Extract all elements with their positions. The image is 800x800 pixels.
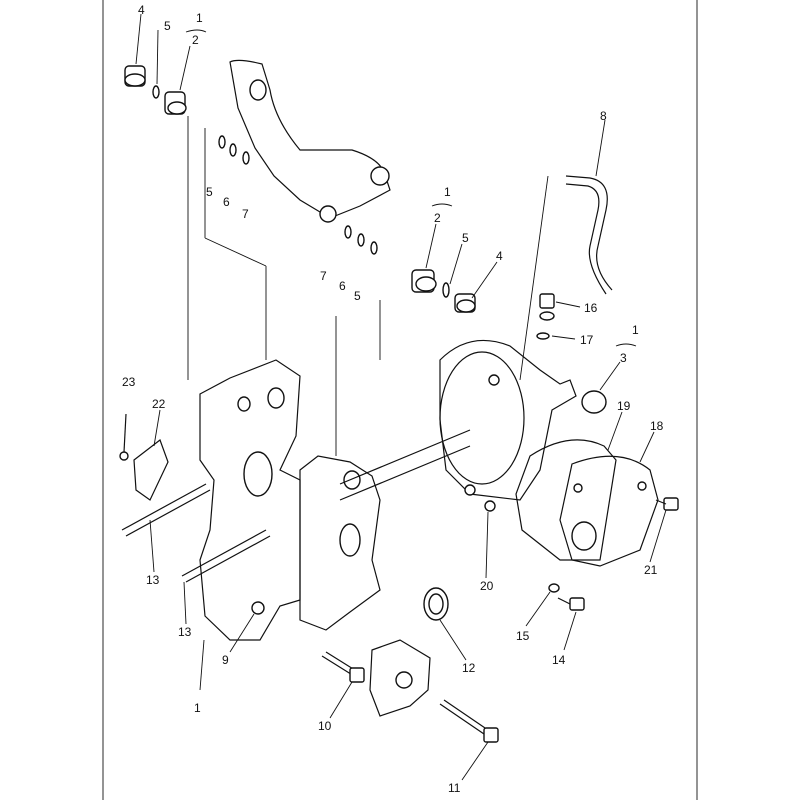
crankcase-bore-left bbox=[243, 451, 273, 497]
oil-seal-12 bbox=[423, 587, 449, 621]
crankcase-right-half bbox=[299, 455, 381, 631]
o-ring-5-right bbox=[442, 282, 450, 298]
pump-housing-port bbox=[395, 671, 413, 689]
callout-3: 3 bbox=[620, 351, 627, 365]
pin-9 bbox=[251, 601, 265, 615]
callout-8: 8 bbox=[600, 109, 607, 123]
callout-5-pipe: 5 bbox=[206, 185, 213, 199]
callout-1-bushing: 1 bbox=[632, 323, 639, 337]
bolt-11 bbox=[439, 699, 499, 743]
fitting-16 bbox=[539, 293, 555, 321]
screw-23 bbox=[119, 413, 129, 461]
water-pump-housing bbox=[369, 639, 431, 717]
crankshaft-line bbox=[339, 429, 471, 485]
crankcase-boss-top bbox=[267, 387, 285, 409]
callout-5-right: 5 bbox=[462, 231, 469, 245]
crankcase-boss-left bbox=[237, 396, 251, 412]
outer-cover-hole-a bbox=[573, 483, 583, 493]
callout-1-bottom: 1 bbox=[194, 701, 201, 715]
bushing-3 bbox=[581, 390, 607, 414]
gasket-19 bbox=[515, 439, 617, 561]
pipe-end-lower bbox=[319, 205, 337, 223]
dowel-20 bbox=[484, 500, 496, 512]
clutch-cover bbox=[439, 339, 577, 501]
brace-1-3 bbox=[615, 343, 637, 347]
callout-20: 20 bbox=[480, 579, 494, 593]
bolt-14 bbox=[557, 597, 585, 611]
callout-labels: 4 5 1 2 5 6 7 7 6 5 1 2 5 4 8 16 17 1 3 … bbox=[122, 3, 664, 795]
callout-22: 22 bbox=[152, 397, 166, 411]
o-ring-7-pipe bbox=[242, 151, 250, 165]
washer-17 bbox=[536, 332, 550, 340]
leader-lines bbox=[135, 13, 667, 781]
collar-2-top-left bbox=[164, 91, 187, 115]
callout-12: 12 bbox=[462, 661, 476, 675]
callout-5-pipe-right: 5 bbox=[354, 289, 361, 303]
outer-cover-18 bbox=[559, 455, 659, 567]
o-ring-5-pipe-right bbox=[370, 241, 378, 255]
callout-9: 9 bbox=[222, 653, 229, 667]
stud-13-lower bbox=[181, 529, 271, 583]
breather-hose-8-inner bbox=[565, 183, 607, 295]
callout-23: 23 bbox=[122, 375, 136, 389]
callout-15: 15 bbox=[516, 629, 530, 643]
bolt-10 bbox=[321, 651, 365, 683]
crankcase-left-half bbox=[199, 359, 301, 641]
callout-13-upper: 13 bbox=[146, 573, 160, 587]
callout-5-top-left: 5 bbox=[164, 19, 171, 33]
callout-14: 14 bbox=[552, 653, 566, 667]
bushing-4-top-left bbox=[124, 65, 146, 87]
callout-11: 11 bbox=[448, 781, 461, 795]
pipe-end-upper bbox=[249, 79, 267, 101]
collar-2-right bbox=[411, 269, 437, 293]
callout-18: 18 bbox=[650, 419, 664, 433]
crankshaft-line-lower bbox=[339, 445, 471, 501]
alignment-lines bbox=[187, 116, 549, 456]
brace-1-2-top-left bbox=[185, 29, 207, 33]
crankcase-bore-right bbox=[339, 523, 361, 557]
o-ring-5-top-left bbox=[152, 85, 160, 99]
stud-13-upper bbox=[121, 483, 211, 537]
outer-cover-hole-b bbox=[637, 481, 647, 491]
crankcase-boss-right bbox=[343, 470, 361, 490]
bolt-21 bbox=[655, 497, 679, 511]
callout-13-lower: 13 bbox=[178, 625, 192, 639]
o-ring-6-pipe bbox=[229, 143, 237, 157]
o-ring-6-pipe-right bbox=[357, 233, 365, 247]
washer-15 bbox=[548, 583, 560, 593]
plate-22 bbox=[133, 439, 169, 501]
callout-7-pipe: 7 bbox=[242, 207, 249, 221]
callout-21: 21 bbox=[644, 563, 658, 577]
outer-cover-hub bbox=[571, 521, 597, 551]
callout-2-top-left: 2 bbox=[192, 33, 199, 47]
pipe-end-right bbox=[370, 166, 390, 186]
cover-bolt-hole-b bbox=[464, 484, 476, 496]
callout-4-right: 4 bbox=[496, 249, 503, 263]
callout-17: 17 bbox=[580, 333, 594, 347]
callout-1-top-left: 1 bbox=[196, 11, 203, 25]
callout-6-pipe-right: 6 bbox=[339, 279, 346, 293]
callout-7-pipe-right: 7 bbox=[320, 269, 327, 283]
callout-16: 16 bbox=[584, 301, 598, 315]
brace-1-2-right bbox=[431, 203, 453, 207]
breather-hose-8 bbox=[565, 175, 613, 291]
callout-6-pipe: 6 bbox=[223, 195, 230, 209]
o-ring-5-pipe bbox=[218, 135, 226, 149]
o-ring-7-pipe-right bbox=[344, 225, 352, 239]
callout-1-right: 1 bbox=[444, 185, 451, 199]
callout-2-right: 2 bbox=[434, 211, 441, 225]
callout-19: 19 bbox=[617, 399, 631, 413]
cover-bolt-hole-a bbox=[488, 374, 500, 386]
bushing-4-right bbox=[454, 293, 476, 313]
clutch-cover-rim bbox=[439, 351, 525, 485]
callout-10: 10 bbox=[318, 719, 332, 733]
coolant-pipe bbox=[229, 59, 391, 219]
callout-4-top-left: 4 bbox=[138, 3, 145, 17]
